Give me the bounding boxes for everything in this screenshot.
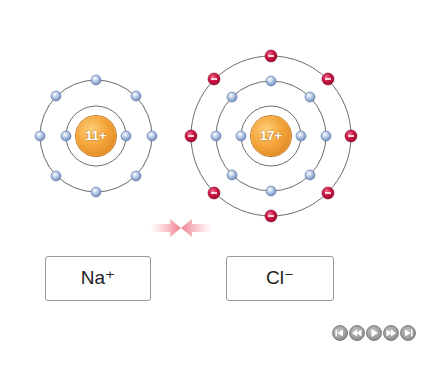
nucleus-charge: 11+ <box>85 129 106 143</box>
charged-electron <box>265 50 277 62</box>
charged-electron <box>185 130 197 142</box>
electron <box>227 92 237 102</box>
electron <box>147 131 157 141</box>
ion-symbol: Cl⁻ <box>266 268 294 289</box>
charged-electron <box>322 73 334 85</box>
electron <box>51 91 61 101</box>
sodium-shells <box>40 80 152 192</box>
ion-label-box: Cl⁻ <box>226 256 334 301</box>
ion-label-box: Na⁺ <box>45 256 151 301</box>
button-forward <box>384 326 399 341</box>
chloride-shells <box>191 56 351 216</box>
button-forward-end <box>401 326 416 341</box>
electron <box>121 131 131 141</box>
ion-symbol: Na⁺ <box>81 268 115 289</box>
electron <box>211 131 221 141</box>
electron <box>321 131 331 141</box>
charged-electron <box>208 187 220 199</box>
electron <box>305 170 315 180</box>
charged-electron <box>265 210 277 222</box>
electron <box>305 92 315 102</box>
arrow-right <box>150 219 181 237</box>
electron <box>227 170 237 180</box>
electron-shell <box>241 106 301 166</box>
charged-electron <box>322 187 334 199</box>
electron <box>91 75 101 85</box>
electron <box>131 171 141 181</box>
button-play <box>367 326 382 341</box>
electron <box>35 131 45 141</box>
attraction-arrows <box>150 219 212 237</box>
sodium-electrons <box>35 75 157 197</box>
electron-shell <box>66 106 126 166</box>
button-rewind <box>350 326 365 341</box>
chloride-electrons <box>211 76 331 196</box>
nucleus: 17+ <box>251 116 291 156</box>
electron <box>51 171 61 181</box>
playback-controls <box>333 326 416 341</box>
nucleus: 11+ <box>76 116 116 156</box>
charged-electron <box>208 73 220 85</box>
outer-electrons <box>185 50 357 222</box>
arrow-left <box>181 219 212 237</box>
electron <box>91 187 101 197</box>
electron <box>61 131 71 141</box>
electron <box>296 131 306 141</box>
charged-electron <box>345 130 357 142</box>
electron <box>236 131 246 141</box>
electron-shell <box>40 80 152 192</box>
electron-shell <box>216 81 326 191</box>
electron <box>266 186 276 196</box>
button-rewind-start <box>333 326 348 341</box>
electron-shell <box>191 56 351 216</box>
nucleus-charge: 17+ <box>260 129 282 143</box>
electron <box>131 91 141 101</box>
electron <box>266 76 276 86</box>
